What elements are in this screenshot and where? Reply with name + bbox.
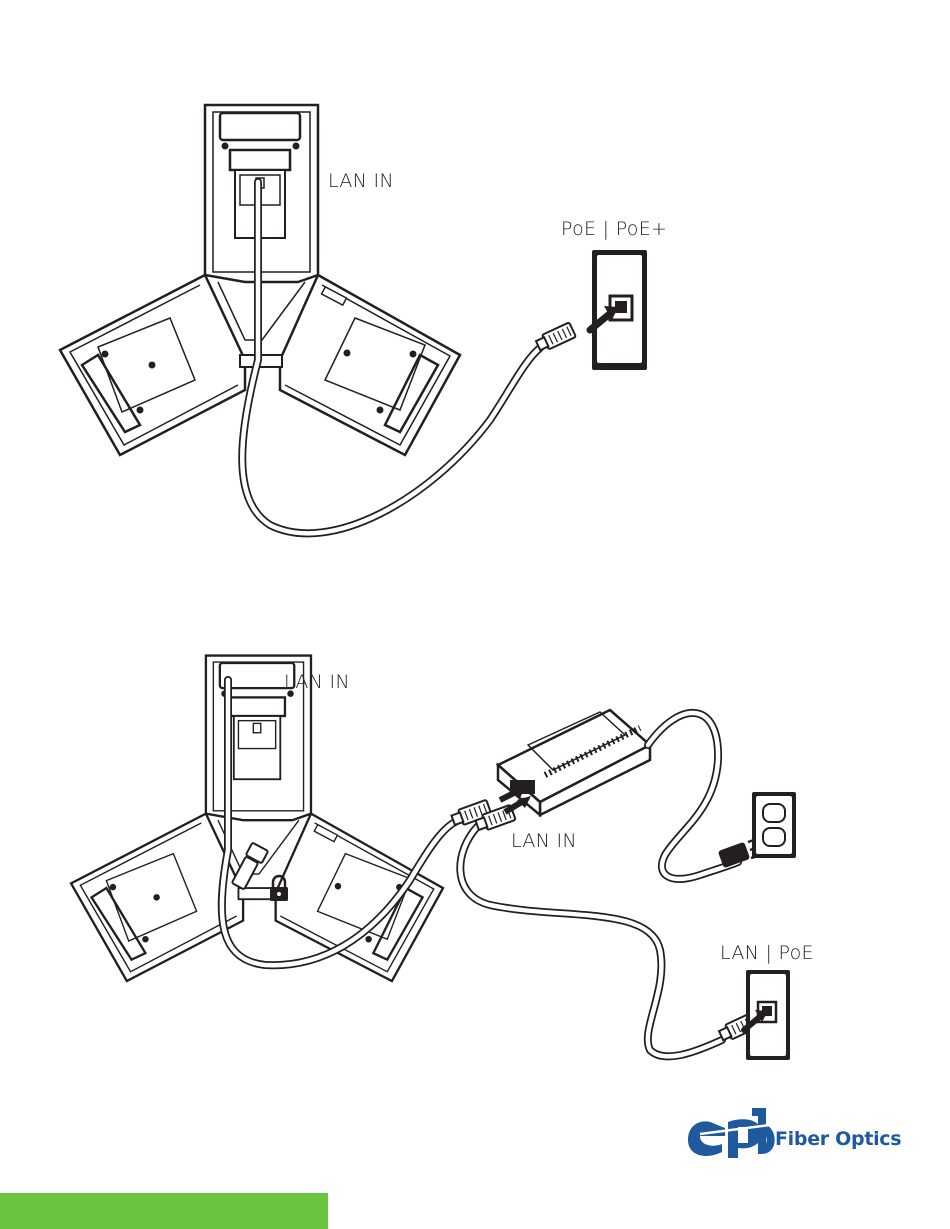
wall-port-label-1: PoE | PoE+	[561, 218, 667, 240]
lock-icon	[270, 876, 288, 901]
wall-plate-poe	[590, 250, 647, 370]
ethernet-cable-2b	[460, 826, 722, 1056]
logo-wordmark: Fiber Optics	[775, 1128, 901, 1150]
lan-in-label-2: LAN IN	[284, 671, 350, 693]
wall-plate-lan	[744, 970, 790, 1060]
lan-in-label-1: LAN IN	[328, 170, 394, 192]
footer-accent-bar	[0, 1193, 328, 1229]
phone-base-2	[71, 656, 443, 982]
wall-port-label-2: LAN | PoE	[720, 942, 814, 964]
epb-logo-icon	[688, 1112, 771, 1158]
diagram-2	[71, 656, 796, 1060]
lock-clip	[232, 843, 268, 890]
rj45-plug-1	[535, 322, 576, 353]
injector-lan-in-label: LAN IN	[511, 830, 577, 852]
poe-injector	[498, 710, 650, 815]
power-outlet	[752, 792, 796, 858]
